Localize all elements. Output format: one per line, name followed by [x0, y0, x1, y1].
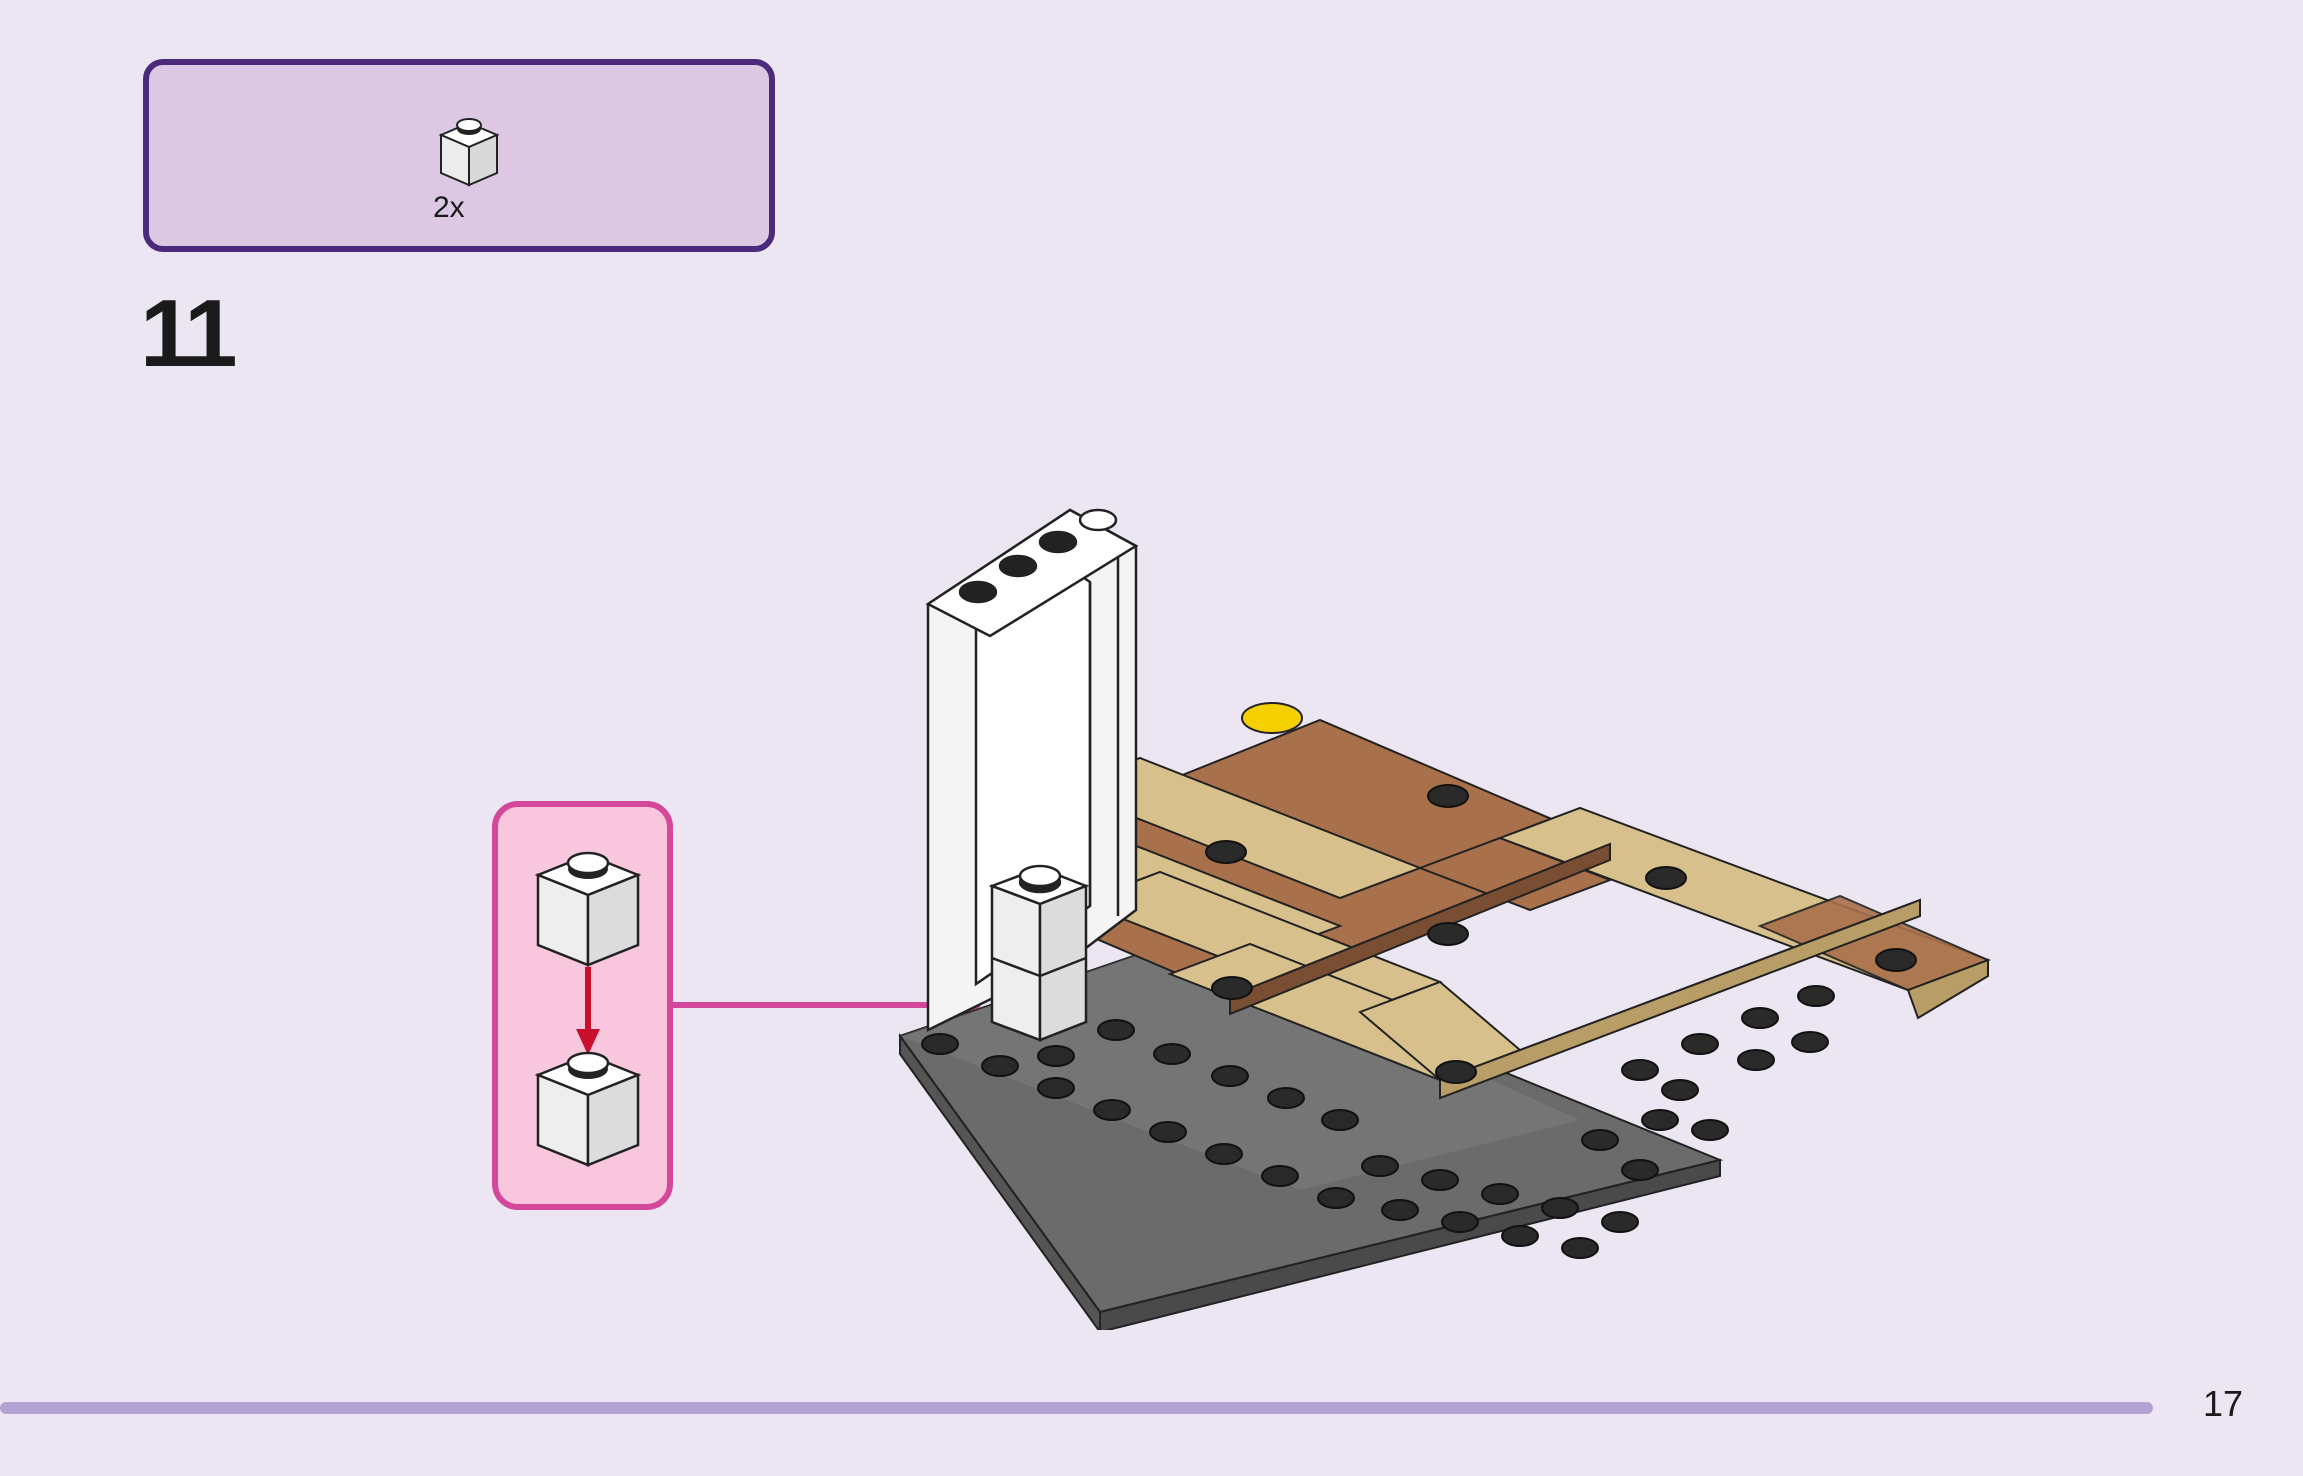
- white-1x1-brick-icon: [438, 118, 500, 187]
- down-arrow-icon: [576, 967, 600, 1055]
- part-quantity: 2x: [433, 191, 465, 224]
- stacked-bricks-illustration: [534, 851, 642, 1167]
- placed-white-bricks: [988, 864, 1090, 1042]
- tile-studs: [1205, 784, 1917, 1084]
- plate-studs: [921, 985, 1835, 1259]
- parts-list-box: 2x: [143, 59, 775, 252]
- white-1x1-brick-bottom: [534, 1051, 642, 1167]
- subassembly-callout: [492, 801, 673, 1210]
- model-assembly-illustration: [898, 508, 1991, 1330]
- page-number: 17: [2203, 1383, 2244, 1424]
- yellow-round-stud: [1241, 702, 1303, 734]
- footer-progress-bar: [0, 1402, 2153, 1414]
- white-1x1-brick-top: [534, 851, 642, 967]
- step-number: 11: [140, 280, 238, 387]
